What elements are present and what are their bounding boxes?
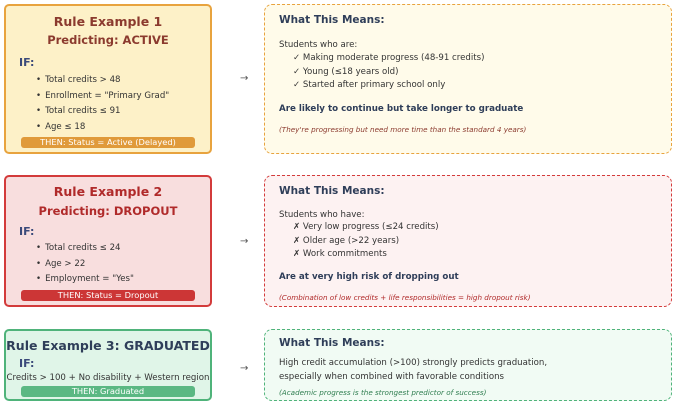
condition-list: Total credits > 48 Enrollment = "Primary… <box>36 73 169 135</box>
meaning-note: (Combination of low credits + life respo… <box>279 293 531 302</box>
rule-title: Rule Example 2 <box>53 184 163 199</box>
check-item: ✓ Young (≤18 years old) <box>293 66 399 77</box>
meaning-conclusion: Are at very high risk of dropping out <box>279 272 459 282</box>
meaning-title: What This Means: <box>279 337 385 349</box>
meaning-card-dropout: What This Means: Students who have: ✗ Ve… <box>264 175 672 307</box>
arrow-icon: → <box>240 236 249 247</box>
meaning-intro: Students who are: <box>279 40 358 50</box>
condition-item: Employment = "Yes" <box>36 272 134 288</box>
rule-card-graduated: Rule Example 3: GRADUATED IF: Credits > … <box>4 329 212 401</box>
check-item: ✓ Making moderate progress (48-91 credit… <box>293 53 485 63</box>
meaning-intro: Students who have: <box>279 210 365 220</box>
check-item: ✗ Very low progress (≤24 credits) <box>293 222 439 232</box>
meaning-title: What This Means: <box>279 185 385 197</box>
rule-card-dropout: Rule Example 2 Predicting: DROPOUT IF: T… <box>4 175 212 307</box>
condition-item: Enrollment = "Primary Grad" <box>36 89 169 105</box>
check-item: ✓ Started after primary school only <box>293 80 446 90</box>
meaning-conclusion: Are likely to continue but take longer t… <box>279 104 524 114</box>
condition-line: Credits > 100 + No disability + Western … <box>6 373 210 383</box>
meaning-checklist: ✗ Very low progress (≤24 credits) ✗ Olde… <box>293 221 439 262</box>
rule-predicting: Predicting: DROPOUT <box>38 204 178 218</box>
meaning-title: What This Means: <box>279 14 385 26</box>
if-label: IF: <box>19 225 35 238</box>
then-badge: THEN: Graduated <box>21 386 195 397</box>
meaning-checklist: ✓ Making moderate progress (48-91 credit… <box>293 52 484 93</box>
condition-list: Total credits ≤ 24 Age > 22 Employment =… <box>36 241 134 288</box>
condition-item: Total credits > 48 <box>36 73 169 89</box>
condition-item: Total credits ≤ 24 <box>36 241 134 257</box>
meaning-note: (Academic progress is the strongest pred… <box>279 388 487 397</box>
condition-item: Total credits ≤ 91 <box>36 104 169 120</box>
condition-item: Age ≤ 18 <box>36 120 169 136</box>
check-item: ✗ Older age (>22 years) <box>293 235 400 246</box>
rule-title: Rule Example 1 <box>53 14 163 29</box>
meaning-text-line: especially when combined with favorable … <box>279 372 505 382</box>
meaning-text-line: High credit accumulation (>100) strongly… <box>279 358 548 368</box>
rule-title: Rule Example 3: GRADUATED <box>6 338 210 353</box>
if-label: IF: <box>19 357 35 370</box>
check-item: ✗ Work commitments <box>293 249 387 259</box>
then-badge: THEN: Status = Dropout <box>21 290 195 301</box>
rule-card-active: Rule Example 1 Predicting: ACTIVE IF: To… <box>4 4 212 154</box>
if-label: IF: <box>19 56 35 69</box>
meaning-card-graduated: What This Means: High credit accumulatio… <box>264 329 672 401</box>
rule-predicting: Predicting: ACTIVE <box>47 33 169 47</box>
arrow-icon: → <box>240 363 249 374</box>
then-badge: THEN: Status = Active (Delayed) <box>21 137 195 148</box>
condition-item: Age > 22 <box>36 257 134 273</box>
meaning-note: (They're progressing but need more time … <box>279 125 527 134</box>
meaning-card-active: What This Means: Students who are: ✓ Mak… <box>264 4 672 154</box>
arrow-icon: → <box>240 73 249 84</box>
